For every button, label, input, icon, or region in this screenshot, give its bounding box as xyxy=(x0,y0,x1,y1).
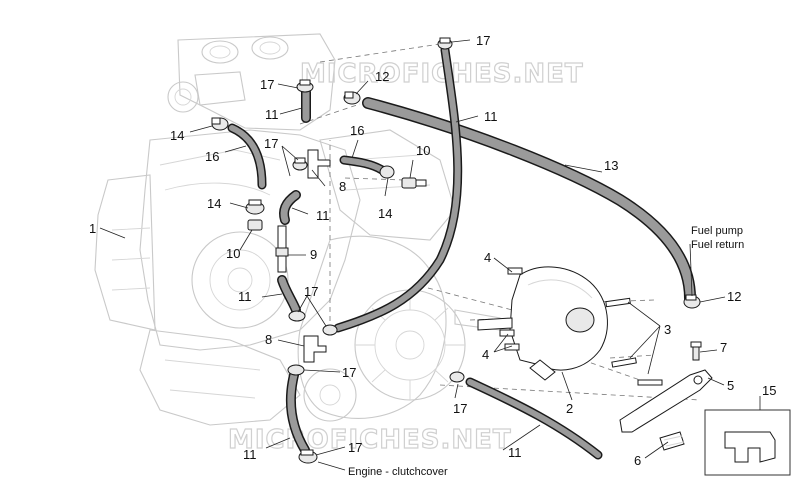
callout-14a: 14 xyxy=(170,128,184,143)
clamp-17-bottom xyxy=(298,449,318,464)
clamp-17-mid xyxy=(292,157,308,171)
callout-14c: 14 xyxy=(378,206,392,221)
clamp-12-top xyxy=(343,91,361,105)
callout-10a: 10 xyxy=(416,143,430,158)
callout-14b: 14 xyxy=(207,196,221,211)
callout-1: 1 xyxy=(89,221,96,236)
callout-4a: 4 xyxy=(484,250,491,265)
callout-16a: 16 xyxy=(205,149,219,164)
watermark-top: MICROFICHES.NET xyxy=(300,59,584,89)
callout-12a: 12 xyxy=(375,69,389,84)
pump-bolts xyxy=(499,267,523,351)
callout-11a: 11 xyxy=(265,107,279,122)
fuel-pump xyxy=(477,266,663,386)
fuel-hoses xyxy=(227,45,696,460)
callout-17c: 17 xyxy=(264,136,278,151)
inset-box-15 xyxy=(704,409,791,476)
callout-11b: 11 xyxy=(484,109,498,124)
callout-17d: 17 xyxy=(304,284,318,299)
callout-16b: 16 xyxy=(350,123,364,138)
callout-6: 6 xyxy=(634,453,641,468)
annotations: Fuel pump Fuel return Engine - clutchcov… xyxy=(348,225,744,478)
clamp-14-top xyxy=(211,117,229,131)
clamp-14-left xyxy=(245,199,265,215)
clamp-17-right xyxy=(449,371,465,383)
callout-numbers: 1 2 3 4 4 5 6 7 8 8 9 10 10 11 11 11 11 … xyxy=(89,33,776,468)
clamp-17-top-left xyxy=(296,79,314,93)
clamp-17-lower xyxy=(287,364,305,376)
callout-17f: 17 xyxy=(453,401,467,416)
clamp-17-lower-left xyxy=(288,310,306,322)
note-fuel-return: Fuel return xyxy=(691,239,744,251)
callout-17b: 17 xyxy=(260,77,274,92)
watermark-bottom: MICROFICHES.NET xyxy=(228,425,512,455)
clamp-17-top-right xyxy=(437,37,453,50)
callout-11c: 11 xyxy=(316,208,330,223)
callout-8a: 8 xyxy=(339,179,346,194)
fittings xyxy=(247,149,427,363)
clamp-12-right xyxy=(683,294,701,309)
callout-17g: 17 xyxy=(348,440,362,455)
callout-13: 13 xyxy=(604,158,618,173)
callout-3: 3 xyxy=(664,322,671,337)
bracket-assembly xyxy=(619,341,713,451)
note-engine-clutchcover: Engine - clutchcover xyxy=(348,466,448,478)
callout-2: 2 xyxy=(566,401,573,416)
callout-12b: 12 xyxy=(727,289,741,304)
callout-10b: 10 xyxy=(226,246,240,261)
callout-17e: 17 xyxy=(342,365,356,380)
leader-lines xyxy=(99,39,761,471)
callout-17a: 17 xyxy=(476,33,490,48)
callout-11f: 11 xyxy=(508,445,522,460)
callout-11d: 11 xyxy=(238,289,252,304)
pump-screws xyxy=(605,297,663,386)
callout-5: 5 xyxy=(727,378,734,393)
note-fuel-pump: Fuel pump xyxy=(691,225,743,237)
callout-7: 7 xyxy=(720,340,727,355)
callout-8b: 8 xyxy=(265,332,272,347)
clamp-14-mid xyxy=(379,165,395,179)
clamp-17-lower-mid xyxy=(322,324,338,336)
callout-9: 9 xyxy=(310,247,317,262)
callout-4b: 4 xyxy=(482,347,489,362)
callout-11e: 11 xyxy=(243,447,257,462)
hose-clamps xyxy=(211,37,701,464)
callout-15: 15 xyxy=(762,383,776,398)
